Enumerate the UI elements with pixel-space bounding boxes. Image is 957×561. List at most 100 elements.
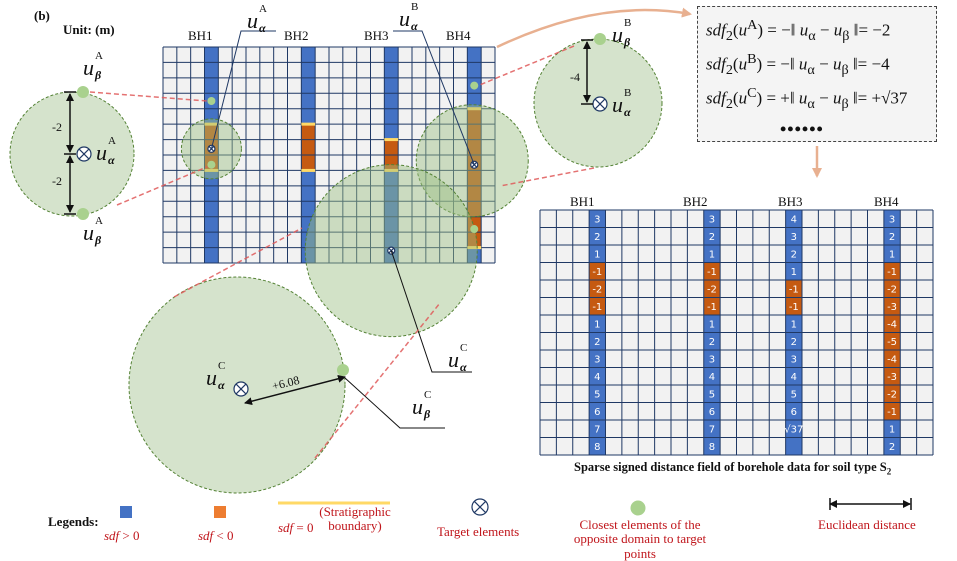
sdf-cell [883,332,901,350]
sdf-cell [703,227,721,245]
sdf-cell-value: -4 [887,355,897,366]
formula-line-A: sdf2(uA) = −‖ uα − uβ ‖= −2 [706,17,891,45]
sdf-cell [883,385,901,403]
sdf-cell-value: -5 [887,337,897,348]
sdf-cell [589,280,606,298]
sdf-cell-value: 7 [594,425,600,436]
left-borehole-cell [384,155,399,171]
formula-box: sdf2(uA) = −‖ uα − uβ ‖= −2 sdf2(uB) = −… [697,6,937,142]
left-borehole-cell [301,201,316,217]
sdf-cell [785,210,802,228]
left-borehole-cell [467,124,482,140]
left-borehole-cell [301,155,316,171]
left-borehole-cell [384,201,399,217]
left-borehole-cell [384,108,399,125]
right-bh3-label: BH3 [778,194,803,209]
target-element-icon-B [470,160,479,169]
leader-line-C [390,250,472,373]
left-borehole-cell [301,170,316,186]
sdf-cell-value: 1 [889,425,895,436]
sdf-cell-value: 3 [594,355,600,366]
sdf-cell-value: 6 [791,407,797,418]
sdf-cell [703,332,721,350]
left-borehole-cell [204,232,219,248]
sdf-cell [883,420,901,438]
sdf-cell-value: 2 [889,442,895,453]
sdf-cell [883,437,901,455]
stratigraphic-boundary [384,138,399,142]
legend-label-negative: sdf < 0 [198,528,234,543]
sdf-cell-value: 1 [709,320,715,331]
legend-label-euclid: Euclidean distance [818,517,916,532]
sdf-cell-value: 4 [791,372,797,383]
legend-closest-dot-icon [630,500,646,516]
closest-element-dot-C [337,364,349,376]
sdf-cell [589,227,606,245]
sdf-cell-value: 3 [594,215,600,226]
sdf-cell-value: 8 [594,442,600,453]
left-bh3-label: BH3 [364,28,389,43]
sdf-cell-value: 1 [889,250,895,261]
right-bh2-label: BH2 [683,194,708,209]
stratigraphic-boundary [384,168,399,172]
callout-drawings [9,7,822,494]
left-borehole-cell [301,77,316,94]
sdf-cell-value: -2 [707,285,717,296]
sdf-cell-value: 2 [791,250,797,261]
sdf-cell [703,297,721,315]
sdf-cell [589,262,606,280]
legend-label-boundary-note: (Stratigraphic boundary) [319,504,391,534]
closest-element-dot [470,225,479,234]
stratigraphic-boundary [301,168,316,172]
left-borehole-cell [301,108,316,125]
left-borehole-cell [204,216,219,233]
left-borehole-cell [467,47,482,63]
sdf-cell [883,367,901,385]
sdf-cell-value: 5 [709,390,715,401]
sdf-cell-value: -2 [887,390,897,401]
zoom-guide-line [116,166,208,206]
sdf-cell [785,227,802,245]
left-borehole-cell [301,62,316,78]
sdf-cell-value: 2 [791,337,797,348]
sdf-cell-value: 2 [594,337,600,348]
sdf-cell-value: -1 [887,407,897,418]
left-borehole-cell [384,77,399,94]
legend-label-closest: Closest elements of the opposite domain … [573,517,707,561]
legend-graphics [120,498,912,518]
left-bh4-label: BH4 [446,28,471,43]
euclidean-distance-arrow-C [244,374,346,406]
left-borehole-cell [467,201,482,217]
sdf-cell-value: 1 [791,267,797,278]
left-borehole-cell [204,47,219,63]
sdf-cell [703,420,721,438]
sdf-cell [589,367,606,385]
sdf-cell-value: 6 [594,407,600,418]
left-borehole-cell [301,247,316,263]
sdf-cell [785,420,802,438]
legend-label-positive: sdf > 0 [104,528,140,543]
leader-line-A [210,30,276,149]
left-borehole-cell [204,108,219,125]
sdf-cell [589,420,606,438]
left-borehole-cell [384,93,399,109]
left-borehole-cell [204,247,219,263]
left-borehole-cell [384,170,399,186]
closest-element-dot-A-lower [77,208,89,220]
sdf-cell [589,210,606,228]
legend-target-icon [471,498,489,516]
target-element-icon-C-zoom [233,381,249,397]
closest-element-dot [470,81,479,90]
right-grid: 321-1-2-112345678321-1-2-1123456784321-1… [539,209,934,456]
sdf-cell-value: -1 [707,302,717,313]
formula-ellipsis: •••••• [780,119,824,139]
left-borehole-cell [204,170,219,186]
left-borehole-cell [301,232,316,248]
stratigraphic-boundary [467,246,482,250]
target-element-icon-C [387,246,396,255]
